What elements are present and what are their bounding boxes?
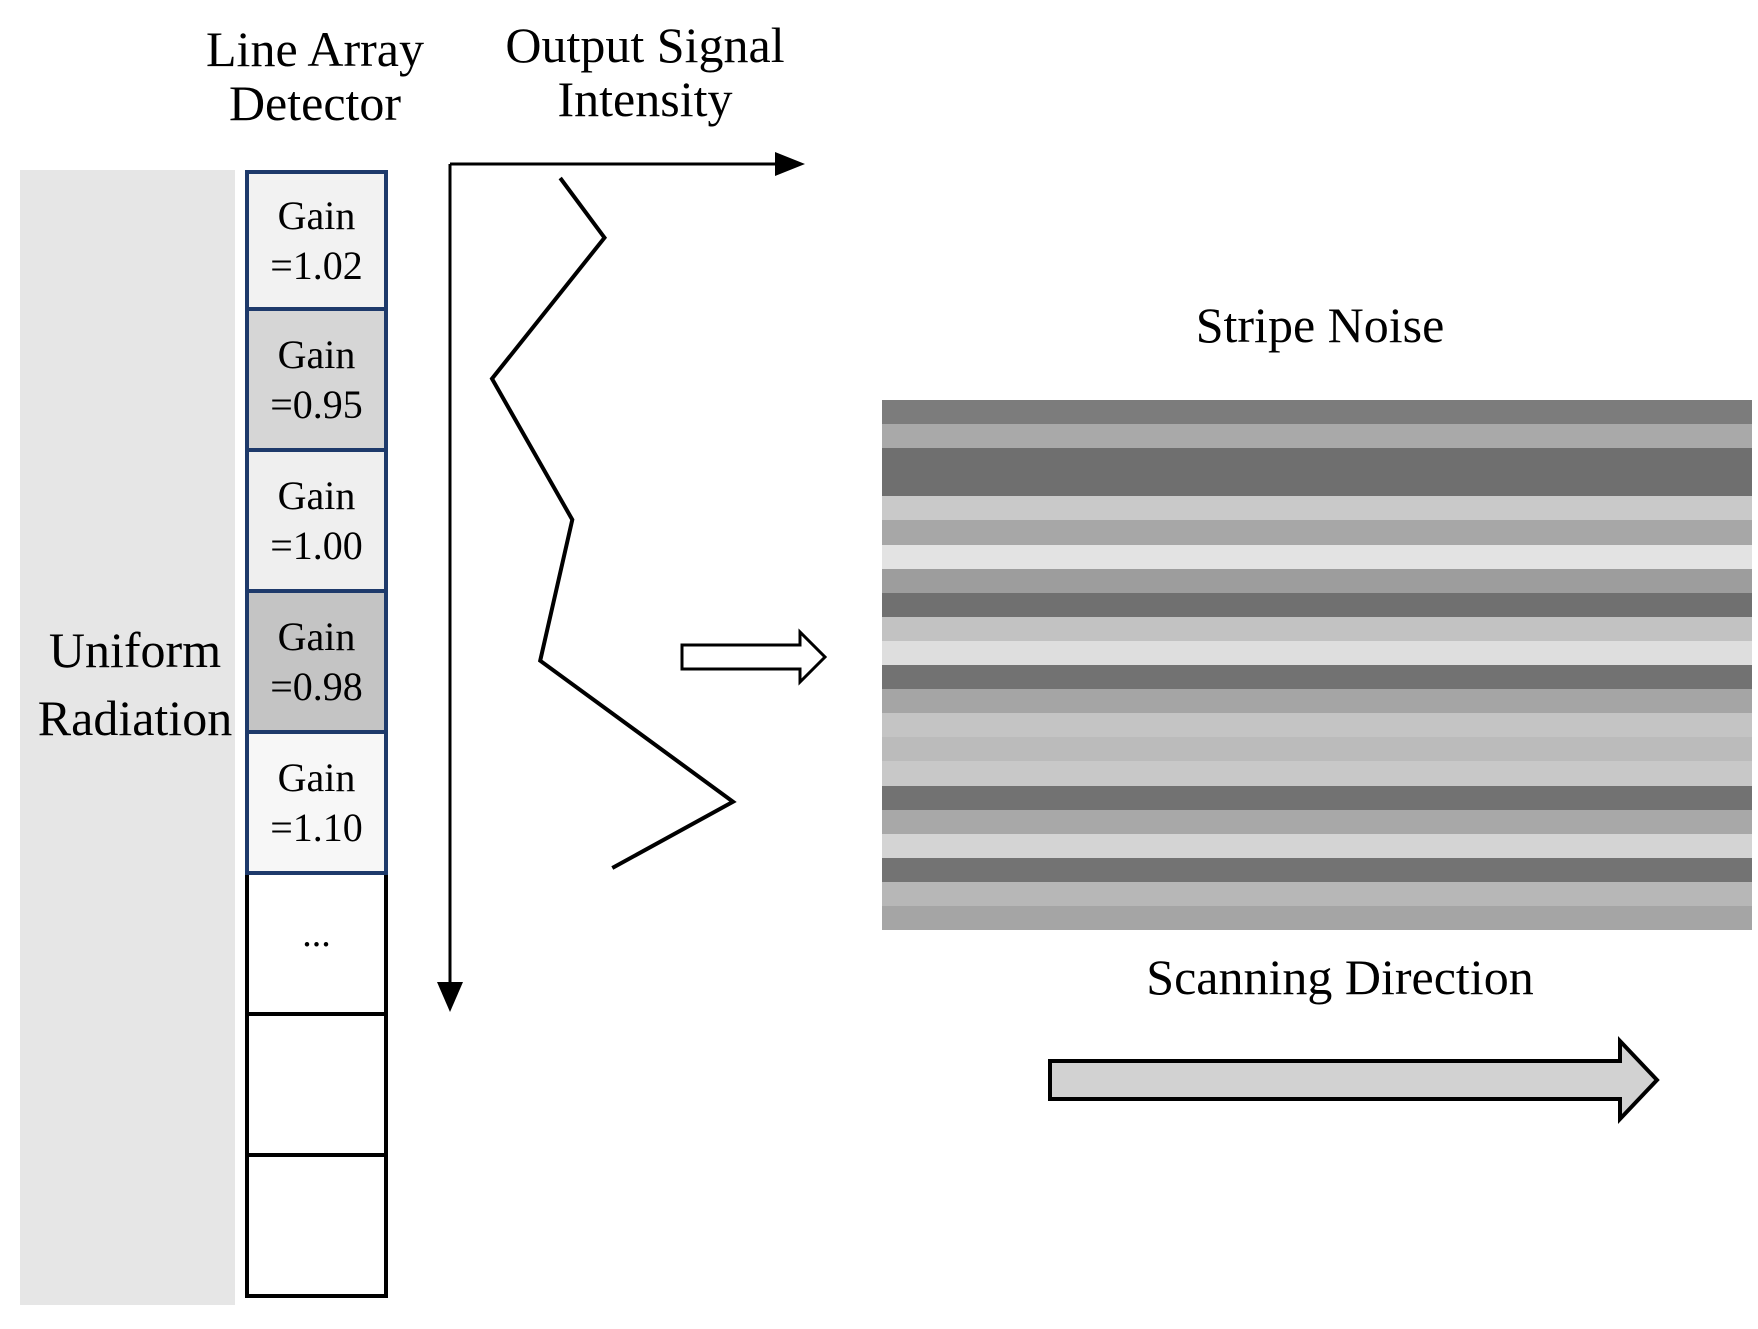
detector-cell-3: Gain =1.00	[245, 452, 388, 593]
detector-cell-3-line-1: Gain	[277, 472, 356, 518]
detector-cell-8	[245, 1157, 388, 1298]
stripe-row	[882, 640, 1752, 666]
stripe-row	[882, 857, 1752, 882]
detector-cell-4-line-2: =0.98	[270, 663, 363, 709]
transform-arrow-icon	[680, 628, 828, 686]
stripe-row	[882, 689, 1752, 714]
detector-cell-7	[245, 1016, 388, 1157]
output-signal-intensity-label-line-1: Output Signal	[505, 17, 785, 73]
stripe-row	[882, 544, 1752, 569]
detector-cell-2-line-1: Gain	[277, 331, 356, 377]
scanning-direction-label: Scanning Direction	[1146, 949, 1534, 1005]
line-array-detector-label: Line Array Detector	[175, 22, 455, 130]
line-array-detector-label-line-1: Line Array	[206, 21, 424, 77]
detector-cell-1-line-1: Gain	[277, 192, 356, 238]
detector-cell-4-line-1: Gain	[277, 613, 356, 659]
stripe-row	[882, 448, 1752, 473]
detector-cell-3-line-2: =1.00	[270, 522, 363, 568]
uniform-radiation-panel	[20, 170, 235, 1305]
detector-cell-6-line-1: ...	[302, 912, 331, 955]
detector-cell-1-line-2: =1.02	[270, 242, 363, 288]
detector-cell-2-line-2: =0.95	[270, 381, 363, 427]
output-signal-intensity-label-line-2: Intensity	[557, 71, 733, 127]
stripe-row	[882, 665, 1752, 690]
uniform-radiation-label-line-1: Uniform	[48, 622, 222, 678]
stripe-row	[882, 809, 1752, 834]
stripe-row	[882, 616, 1752, 641]
intensity-axis-arrowhead-icon	[775, 152, 805, 176]
stripe-row	[882, 737, 1752, 762]
detector-cell-5-line-1: Gain	[277, 754, 356, 800]
line-array-detector-label-line-2: Detector	[228, 75, 402, 131]
stripe-row	[882, 520, 1752, 545]
detector-cell-5: Gain =1.10	[245, 734, 388, 875]
stripe-row	[882, 833, 1752, 858]
detector-position-axis-arrowhead-icon	[437, 982, 463, 1012]
detector-cell-5-line-2: =1.10	[270, 804, 363, 850]
stripe-row	[882, 592, 1752, 617]
line-array-detector: Gain =1.02 Gain =0.95 Gain =1.00 Gain =0…	[245, 170, 388, 1298]
output-signal-line	[489, 176, 737, 870]
uniform-radiation-label: Uniform Radiation	[20, 617, 250, 752]
signal-axes	[437, 152, 805, 1012]
uniform-radiation-label-line-2: Radiation	[37, 689, 233, 746]
stripe-row	[882, 905, 1752, 931]
detector-cell-4: Gain =0.98	[245, 593, 388, 734]
stripe-row	[882, 400, 1752, 425]
stripe-row	[882, 881, 1752, 906]
stripe-noise-label: Stripe Noise	[1195, 297, 1445, 353]
stripe-row	[882, 713, 1752, 738]
stripe-row	[882, 761, 1752, 786]
output-signal-intensity-label: Output Signal Intensity	[455, 18, 835, 126]
stripe-noise-image	[882, 400, 1752, 931]
stripe-row	[882, 496, 1752, 521]
stripe-row	[882, 785, 1752, 810]
stripe-row	[882, 472, 1752, 497]
stripe-row	[882, 424, 1752, 449]
detector-cell-1: Gain =1.02	[245, 170, 388, 311]
scanning-direction-arrow-icon	[1048, 1035, 1660, 1125]
detector-cell-2: Gain =0.95	[245, 311, 388, 452]
stripe-row	[882, 568, 1752, 593]
detector-cell-6: ...	[245, 875, 388, 1016]
